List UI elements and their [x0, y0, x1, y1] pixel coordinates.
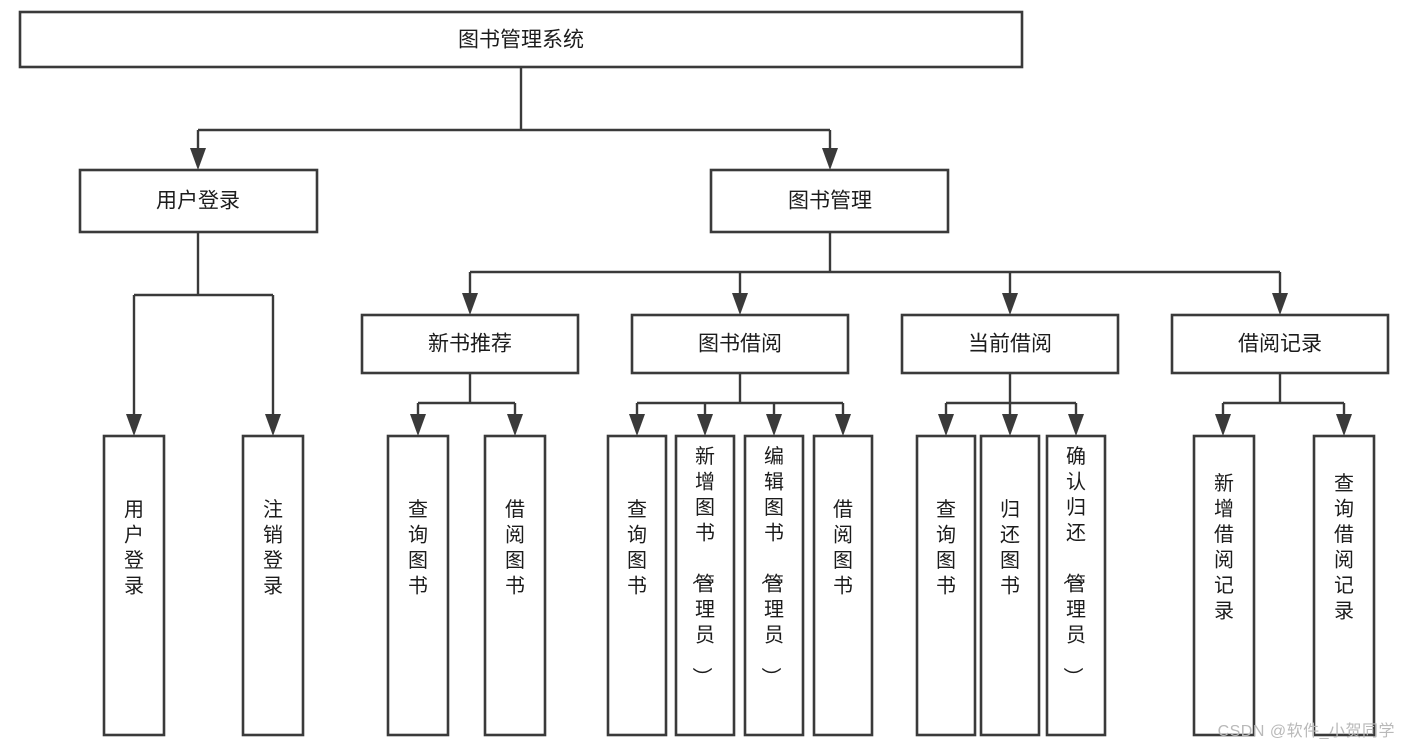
leaf-book-borrow-1-label: 查询图书 — [627, 498, 647, 598]
node-borrow-record-box[interactable] — [1170, 313, 1390, 375]
arrow-head-borrow-record-leaf-2 — [1336, 414, 1352, 436]
leaf-current-borrow-3-box[interactable] — [1045, 434, 1107, 737]
arrow-head-bookmgmt — [822, 148, 838, 170]
leaf-node[interactable]: 查询图书 — [606, 434, 668, 737]
leaf-new-book-2-label: 借阅图书 — [505, 498, 525, 598]
leaf-book-borrow-3-box[interactable] — [743, 434, 805, 737]
leaf-new-book-1-label: 查询图书 — [408, 498, 428, 598]
leaf-node[interactable]: 新增图书（管理员） — [674, 434, 736, 737]
arrow-head-current-borrow-leaf-1 — [938, 414, 954, 436]
node-current-borrow[interactable]: 当前借阅 — [900, 313, 1120, 375]
leaf-user-login-1-label: 用户登录 — [124, 499, 144, 598]
arrow-head-book-borrow — [732, 293, 748, 315]
leaf-node[interactable]: 借阅图书 — [812, 434, 874, 737]
leaf-node[interactable]: 归还图书 — [979, 434, 1041, 737]
leaf-current-borrow-2-label: 归还图书 — [1000, 498, 1020, 598]
connector-group-book-borrow — [629, 373, 851, 436]
leaf-current-borrow-2-box[interactable] — [979, 434, 1041, 737]
leaf-node[interactable]: 用户登录 — [102, 434, 166, 737]
arrow-head-book-borrow-leaf-3 — [766, 414, 782, 436]
leaf-node[interactable]: 查询借阅记录 — [1312, 434, 1376, 737]
leaf-user-login-2-label: 注销登录 — [263, 498, 283, 598]
leaf-book-borrow-2-label: 新增图书（管理员） — [690, 445, 715, 687]
node-book-borrow-label: 图书借阅 — [698, 333, 782, 356]
arrow-head-book-borrow-leaf-2 — [697, 414, 713, 436]
leaf-book-borrow-4-box[interactable] — [812, 434, 874, 737]
leaf-current-borrow-1-label: 查询图书 — [936, 498, 956, 598]
arrow-head-current-borrow-leaf-3 — [1068, 414, 1084, 436]
leaf-node[interactable]: 注销登录 — [241, 434, 305, 737]
node-new-book-recommend-label: 新书推荐 — [428, 333, 512, 356]
arrow-head-new-book — [462, 293, 478, 315]
leaf-borrow-record-2-label: 查询借阅记录 — [1334, 472, 1354, 623]
leaf-node[interactable]: 借阅图书 — [483, 434, 547, 737]
connector-group-new-book — [410, 373, 523, 436]
arrow-head-new-book-leaf-1 — [410, 414, 426, 436]
connector-group-current-borrow — [938, 373, 1084, 436]
leaf-node[interactable]: 查询图书 — [386, 434, 450, 737]
node-root-system[interactable]: 图书管理系统 — [18, 10, 1024, 69]
arrow-head-new-book-leaf-2 — [507, 414, 523, 436]
node-book-management-label: 图书管理 — [788, 190, 872, 213]
node-new-book-recommend-box[interactable] — [360, 313, 580, 375]
node-current-borrow-box[interactable] — [900, 313, 1120, 375]
leaf-node[interactable]: 编辑图书（管理员） — [743, 434, 805, 737]
node-book-borrow-box[interactable] — [630, 313, 850, 375]
node-user-login-box[interactable] — [78, 168, 319, 234]
arrow-head-borrow-record-leaf-1 — [1215, 414, 1231, 436]
arrow-head-borrow-record — [1272, 293, 1288, 315]
node-borrow-record[interactable]: 借阅记录 — [1170, 313, 1390, 375]
leaf-node[interactable]: 确认归还（管理员） — [1045, 434, 1107, 737]
arrow-head-current-borrow — [1002, 293, 1018, 315]
node-borrow-record-label: 借阅记录 — [1238, 333, 1322, 356]
arrow-head-userlogin — [190, 148, 206, 170]
connector-group-borrow-record — [1215, 373, 1352, 436]
leaf-borrow-record-1-label: 新增借阅记录 — [1214, 472, 1234, 623]
arrow-head-current-borrow-leaf-2 — [1002, 414, 1018, 436]
leaf-current-borrow-3-label: 确认归还（管理员） — [1061, 445, 1086, 687]
leaf-new-book-2-box[interactable] — [483, 434, 547, 737]
leaf-user-login-1-box[interactable] — [102, 434, 166, 737]
leaf-book-borrow-4-label: 借阅图书 — [833, 498, 853, 598]
leaf-borrow-record-1-box[interactable] — [1192, 434, 1256, 737]
node-book-borrow[interactable]: 图书借阅 — [630, 313, 850, 375]
arrow-head-book-borrow-leaf-1 — [629, 414, 645, 436]
arrow-head-user-login-leaf-1 — [126, 414, 142, 436]
node-user-login[interactable]: 用户登录 — [78, 168, 319, 234]
leaf-borrow-record-2-box[interactable] — [1312, 434, 1376, 737]
node-book-management-box[interactable] — [709, 168, 950, 234]
connector-group-user-login — [126, 232, 281, 436]
leaf-book-borrow-3-label: 编辑图书（管理员） — [759, 445, 784, 687]
node-root-box[interactable] — [18, 10, 1024, 69]
leaf-user-login-2-box[interactable] — [241, 434, 305, 737]
connector-group-root — [190, 67, 838, 170]
leaf-node[interactable]: 查询图书 — [915, 434, 977, 737]
leaf-node[interactable]: 新增借阅记录 — [1192, 434, 1256, 737]
connector-group-book-mgmt — [462, 232, 1288, 315]
node-current-borrow-label: 当前借阅 — [968, 333, 1052, 356]
node-book-management[interactable]: 图书管理 — [709, 168, 950, 234]
leaf-book-borrow-1-box[interactable] — [606, 434, 668, 737]
node-root-label: 图书管理系统 — [458, 29, 584, 52]
arrow-head-user-login-leaf-2 — [265, 414, 281, 436]
leaf-new-book-1-box[interactable] — [386, 434, 450, 737]
arrow-head-book-borrow-leaf-4 — [835, 414, 851, 436]
leaf-book-borrow-2-box[interactable] — [674, 434, 736, 737]
watermark-label: CSDN @软件_小贺同学 — [1217, 723, 1395, 740]
node-user-login-label: 用户登录 — [156, 190, 240, 213]
leaf-current-borrow-1-box[interactable] — [915, 434, 977, 737]
node-new-book-recommend[interactable]: 新书推荐 — [360, 313, 580, 375]
